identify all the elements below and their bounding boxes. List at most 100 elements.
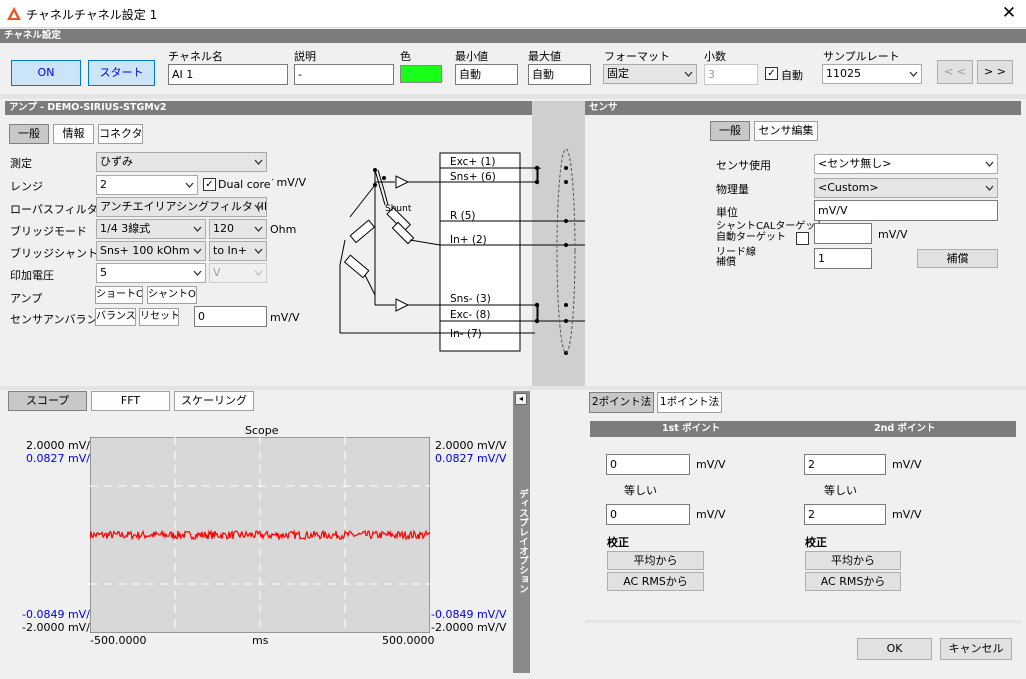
amplifier-header: アンプ - DEMO-SIRIUS-STGMv2 xyxy=(5,101,532,115)
range-select[interactable]: 2 xyxy=(96,175,198,195)
point2-input-unit: mV/V xyxy=(892,458,922,471)
sensor-tab-general[interactable]: 一般 xyxy=(710,121,750,141)
bridge-mode-select[interactable]: 1/4 3線式 xyxy=(96,219,206,239)
measurement-select[interactable]: ひずみ xyxy=(96,152,267,172)
tab-info[interactable]: 情報 xyxy=(53,124,94,144)
display-options-strip[interactable]: ◂ ディスプレイオプション xyxy=(513,391,530,673)
balance-button[interactable]: バランス xyxy=(95,308,136,326)
reset-button[interactable]: リセット xyxy=(139,308,179,326)
shunt-cal-target-label: シャントCALターゲット xyxy=(716,221,826,232)
chevron-down-icon xyxy=(254,204,263,210)
chevron-down-icon xyxy=(254,270,263,276)
dual-core-checkbox[interactable]: ✓ xyxy=(203,178,216,191)
terminal-r: R (5) xyxy=(450,210,476,222)
close-icon[interactable]: ✕ xyxy=(1001,3,1017,23)
window-title: チャネルチャネル設定 1 xyxy=(26,8,158,22)
ok-button[interactable]: OK xyxy=(857,638,932,660)
auto-checkbox[interactable]: ✓ xyxy=(765,67,778,80)
sensor-usage-label: センサ使用 xyxy=(716,159,771,172)
bridge-shunt-select[interactable]: Sns+ 100 kOhm xyxy=(96,241,206,261)
y-cursor-top-right: 0.0827 mV/V xyxy=(435,452,507,465)
point2-average-button[interactable]: 平均から xyxy=(805,551,901,570)
sensor-unbalance-label: センサアンバランス xyxy=(10,313,109,326)
tab-general[interactable]: 一般 xyxy=(9,124,49,144)
amp-label: アンプ xyxy=(10,292,43,305)
terminal-sns-minus: Sns- (3) xyxy=(450,293,491,305)
on-button[interactable]: ON xyxy=(11,60,81,86)
y-cursor-top-left: 0.0827 mV/V xyxy=(26,452,98,465)
start-button[interactable]: スタート xyxy=(88,60,155,86)
sensor-header: センサ xyxy=(585,101,1021,115)
max-value-label: 最大値 xyxy=(528,50,561,63)
point2-output-value[interactable]: 2 xyxy=(804,504,886,525)
auto-target-checkbox[interactable] xyxy=(796,232,809,245)
chevron-down-icon xyxy=(193,270,202,276)
excitation-label: 印加電圧 xyxy=(10,269,54,282)
lowpass-select[interactable]: アンチエイリアシングフィルタ (IIR) xyxy=(96,197,267,217)
y-axis-top-right: 2.0000 mV/V xyxy=(435,439,507,452)
shunt-target-unit: mV/V xyxy=(878,228,908,241)
channel-name-label: チャネル名 xyxy=(168,50,223,63)
fft-tab[interactable]: FFT xyxy=(91,391,170,411)
bridge-resistance-select[interactable]: 120 xyxy=(209,219,267,239)
chevron-down-icon xyxy=(193,248,202,254)
channel-name-input[interactable]: AI 1 xyxy=(168,64,288,85)
y-axis-bottom-left: -2.0000 mV/V xyxy=(22,621,98,634)
short-on-button[interactable]: ショートON xyxy=(95,286,143,304)
chevron-down-icon xyxy=(254,226,263,232)
terminal-in-minus: In- (7) xyxy=(450,328,482,340)
color-swatch[interactable] xyxy=(400,65,442,83)
auto-target-label: 自動ターゲット xyxy=(716,232,786,243)
lowpass-label: ローパスフィルタ xyxy=(10,203,98,216)
y-axis-bottom-right: -2.0000 mV/V xyxy=(431,621,507,634)
description-input[interactable]: - xyxy=(294,64,394,85)
point1-acrms-button[interactable]: AC RMSから xyxy=(607,572,704,591)
channel-settings-header: チャネル設定 xyxy=(0,29,1026,43)
two-point-tab[interactable]: 2ポイント法 xyxy=(589,392,654,413)
second-point-header: 2nd ポイント xyxy=(874,423,936,434)
point2-input-value[interactable]: 2 xyxy=(804,454,886,475)
sensor-usage-select[interactable]: <センサ無し> xyxy=(814,154,998,174)
min-value-label: 最小値 xyxy=(455,50,488,63)
physical-quantity-label: 物理量 xyxy=(716,183,749,196)
bridge-shunt-label: ブリッジシャント xyxy=(10,247,98,260)
y-cursor-bottom-left: -0.0849 mV/V xyxy=(22,608,98,621)
point1-input-value[interactable]: 0 xyxy=(606,454,690,475)
scaling-tab[interactable]: スケーリング xyxy=(174,391,254,411)
sensor-tab-edit[interactable]: センサ編集 xyxy=(754,121,818,141)
point1-output-value[interactable]: 0 xyxy=(606,504,690,525)
x-axis-left: -500.0000 xyxy=(90,634,147,647)
auto-label: 自動 xyxy=(781,69,803,82)
samplerate-select[interactable]: 11025 xyxy=(822,64,922,84)
point1-average-button[interactable]: 平均から xyxy=(607,551,704,570)
compensate-button[interactable]: 補償 xyxy=(917,249,998,268)
next-channel-button[interactable]: > > xyxy=(977,60,1013,84)
lead-wire-input[interactable]: 1 xyxy=(814,248,872,269)
physical-quantity-select[interactable]: <Custom> xyxy=(814,178,998,198)
range-label: レンジ xyxy=(10,180,43,193)
decimals-input[interactable]: 3 xyxy=(704,64,758,85)
bridge-mode-label: ブリッジモード xyxy=(10,225,87,238)
min-value-input[interactable]: 自動 xyxy=(455,64,518,85)
excitation-select[interactable]: 5 xyxy=(96,263,206,283)
chevron-down-icon xyxy=(254,248,263,254)
unit-input[interactable]: mV/V xyxy=(814,200,998,221)
unbalance-input[interactable]: 0 xyxy=(194,306,267,327)
chevron-down-icon xyxy=(985,161,994,167)
tab-connector[interactable]: コネクタ xyxy=(98,124,143,144)
shunt-target-input[interactable] xyxy=(814,223,872,244)
prev-channel-button[interactable]: < < xyxy=(937,60,973,84)
format-select[interactable]: 固定 xyxy=(603,64,697,84)
shunt-on-button[interactable]: シャントON xyxy=(147,286,197,304)
app-logo-icon xyxy=(7,7,21,20)
collapse-left-icon[interactable]: ◂ xyxy=(515,393,527,405)
max-value-input[interactable]: 自動 xyxy=(528,64,591,85)
point2-acrms-button[interactable]: AC RMSから xyxy=(805,572,901,591)
cancel-button[interactable]: キャンセル xyxy=(940,638,1012,660)
one-point-tab[interactable]: 1ポイント法 xyxy=(657,392,722,413)
shunt-target-select[interactable]: to In+ xyxy=(209,241,267,261)
chevron-down-icon xyxy=(985,185,994,191)
decimals-label: 小数 xyxy=(704,50,726,63)
scope-tab[interactable]: スコープ xyxy=(8,391,87,411)
